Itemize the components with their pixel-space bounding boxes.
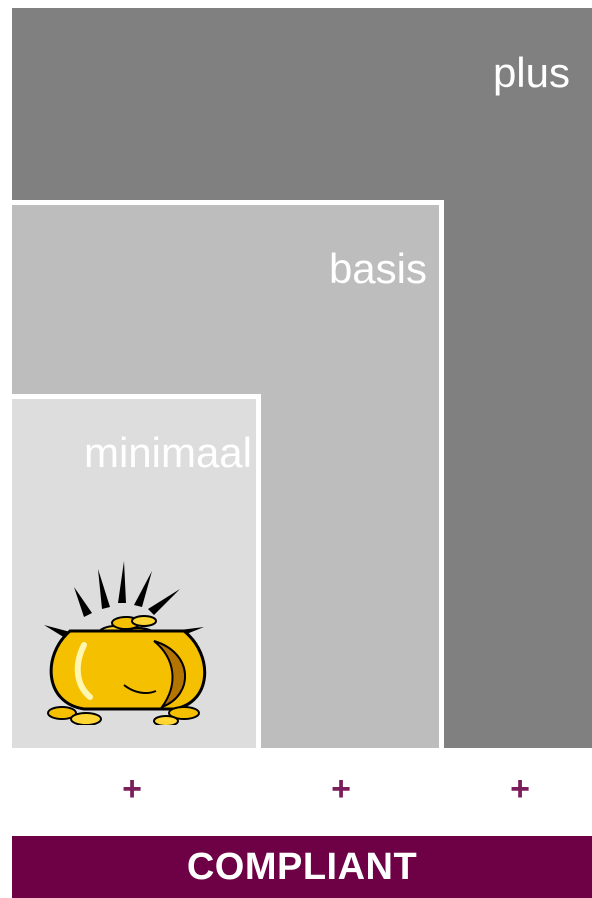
plus-sign-basis: + <box>331 770 351 808</box>
tier-minimaal: minimaal <box>12 394 261 748</box>
tier-plus-label: plus <box>492 49 570 96</box>
tier-minimaal-label: minimaal <box>83 429 252 476</box>
compliant-bar: COMPLIANT <box>12 836 592 898</box>
tier-basis-label: basis <box>328 245 427 292</box>
pot-of-gold-icon <box>44 561 207 725</box>
plus-sign-minimaal: + <box>122 770 142 808</box>
plus-sign-plus: + <box>510 770 530 808</box>
compliant-label: COMPLIANT <box>186 846 418 888</box>
